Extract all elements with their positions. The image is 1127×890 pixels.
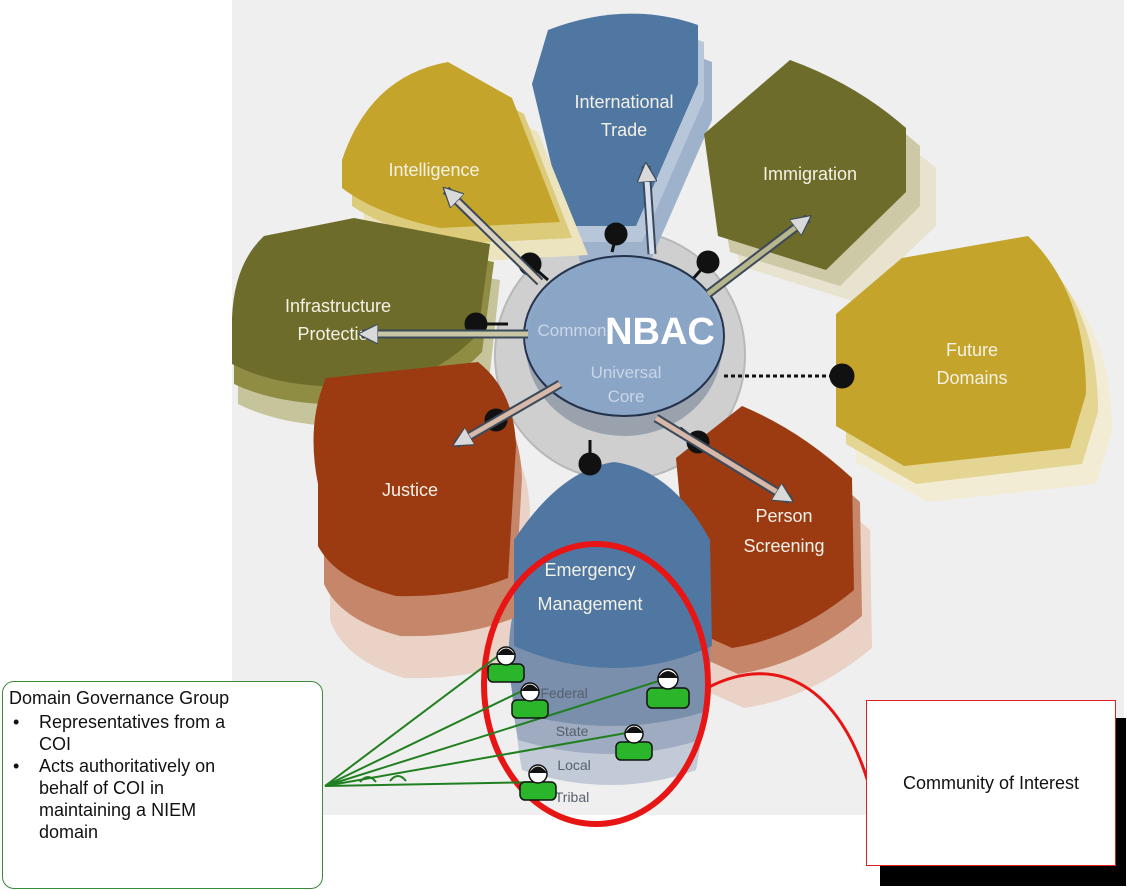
- governance-bullet-list: • Representatives from a COI • Acts auth…: [9, 711, 316, 843]
- label-emergency: Emergency: [544, 560, 635, 580]
- label-international: International: [574, 92, 673, 112]
- person-icon: [519, 764, 557, 801]
- label-person: Person: [755, 506, 812, 526]
- label-management: Management: [537, 594, 642, 614]
- bullet-line: behalf of COI in: [39, 778, 165, 798]
- label-trade: Trade: [601, 120, 647, 140]
- label-domains: Domains: [936, 368, 1007, 388]
- person-icon: [511, 682, 549, 719]
- svg-text:Immigration: Immigration: [763, 164, 857, 184]
- hub-core-label: Core: [608, 387, 645, 406]
- person-icon: [487, 646, 525, 683]
- tier-federal: Federal: [540, 685, 587, 701]
- label-future: Future: [946, 340, 998, 360]
- coi-members: [487, 646, 690, 801]
- svg-text:Justice: Justice: [382, 480, 438, 500]
- bullet-line: maintaining a NIEM: [39, 800, 197, 820]
- label-infrastructure: Infrastructure: [285, 296, 391, 316]
- governance-bullet: • Acts authoritatively on behalf of COI …: [9, 755, 316, 843]
- hub-universal-label: Universal: [591, 363, 662, 382]
- label-screening: Screening: [743, 536, 824, 556]
- bullet-icon: •: [13, 756, 20, 776]
- bullet-line: COI: [39, 734, 72, 754]
- person-icon: [615, 724, 653, 761]
- domain-immigration: Immigration: [704, 60, 936, 302]
- tier-state: State: [556, 723, 589, 739]
- bullet-line: domain: [39, 822, 99, 842]
- label-intelligence: Intelligence: [388, 160, 479, 180]
- svg-text:Intelligence: Intelligence: [388, 160, 479, 180]
- svg-text:NBAC: NBAC: [605, 311, 715, 353]
- svg-text:Federal State Loca: Federal State Local Tribal: [540, 685, 594, 805]
- coi-label: Community of Interest: [902, 772, 1080, 793]
- svg-text:Common: Common: [538, 321, 607, 340]
- hub-common-label: Common: [538, 321, 607, 340]
- person-icon: [646, 668, 690, 709]
- label-immigration: Immigration: [763, 164, 857, 184]
- governance-title: Domain Governance Group: [9, 688, 230, 708]
- bullet-line: Acts authoritatively on: [39, 756, 216, 776]
- label-justice: Justice: [382, 480, 438, 500]
- domain-intelligence: Intelligence: [342, 62, 588, 262]
- bullet-icon: •: [13, 712, 20, 732]
- tier-tribal: Tribal: [555, 789, 590, 805]
- coi-highlight-ellipse: [481, 541, 711, 827]
- tier-local: Local: [557, 757, 590, 773]
- hub-title: NBAC: [605, 311, 715, 353]
- hub-pins: [464, 222, 855, 476]
- hub-arrows: [362, 166, 808, 504]
- governance-connectors: [324, 646, 663, 787]
- governance-bullet: • Representatives from a COI: [9, 711, 316, 755]
- community-of-interest-box: Community of Interest: [866, 700, 1116, 866]
- bullet-line: Representatives from a: [39, 712, 226, 732]
- domain-justice: Justice: [313, 362, 530, 679]
- domain-governance-group-box: Domain Governance Group • Representative…: [2, 681, 323, 889]
- coi-connector-curve: [706, 672, 870, 783]
